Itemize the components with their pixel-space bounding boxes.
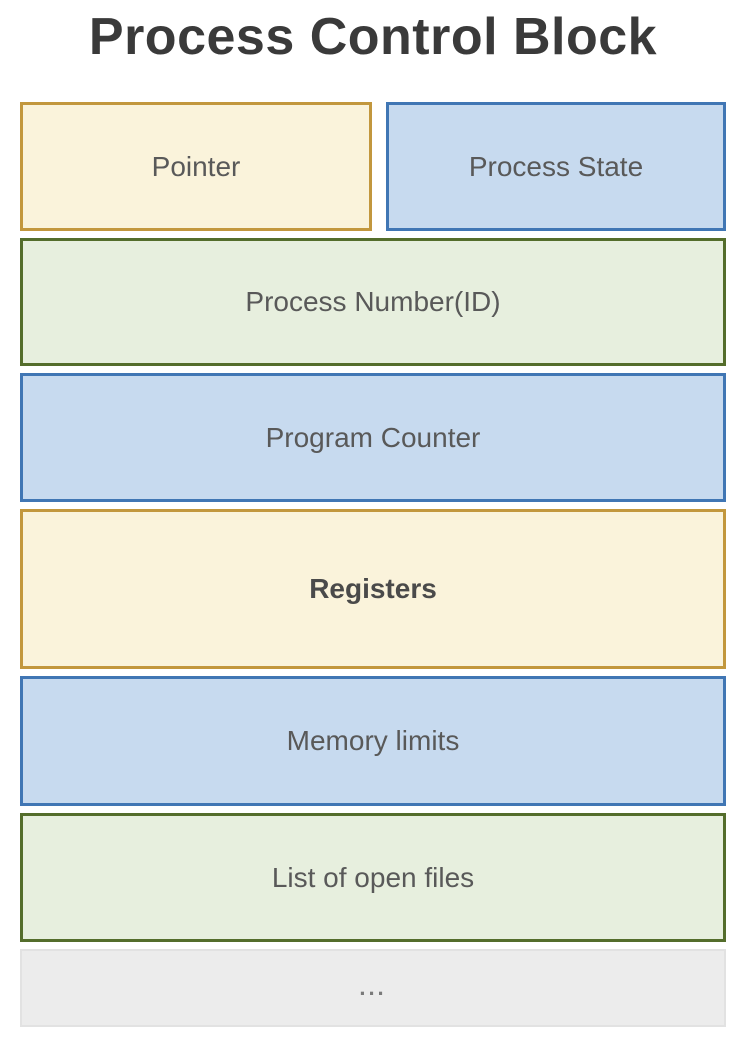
- block-ellipsis-label: ...: [359, 975, 387, 1000]
- block-process-state: Process State: [386, 102, 726, 231]
- diagram-title: Process Control Block: [88, 8, 658, 66]
- block-program-counter: Program Counter: [20, 373, 726, 502]
- row-pointer-state: Pointer Process State: [20, 102, 726, 231]
- block-open-files: List of open files: [20, 813, 726, 942]
- row-program-counter: Program Counter: [20, 373, 726, 502]
- block-program-counter-label: Program Counter: [265, 421, 481, 453]
- block-process-state-label: Process State: [468, 150, 644, 182]
- block-pointer: Pointer: [20, 102, 372, 231]
- block-process-number: Process Number(ID): [20, 238, 726, 366]
- block-process-number-label: Process Number(ID): [245, 286, 501, 317]
- block-pointer-label: Pointer: [151, 150, 241, 182]
- row-process-number: Process Number(ID): [20, 238, 726, 366]
- row-ellipsis: ...: [20, 949, 726, 1027]
- block-registers: Registers: [20, 509, 726, 669]
- row-memory-limits: Memory limits: [20, 676, 726, 806]
- block-memory-limits-label: Memory limits: [286, 725, 460, 756]
- row-open-files: List of open files: [20, 813, 726, 942]
- block-ellipsis: ...: [20, 949, 726, 1027]
- block-registers-label: Registers: [309, 573, 437, 604]
- block-memory-limits: Memory limits: [20, 676, 726, 806]
- row-registers: Registers: [20, 509, 726, 669]
- block-open-files-label: List of open files: [271, 861, 475, 893]
